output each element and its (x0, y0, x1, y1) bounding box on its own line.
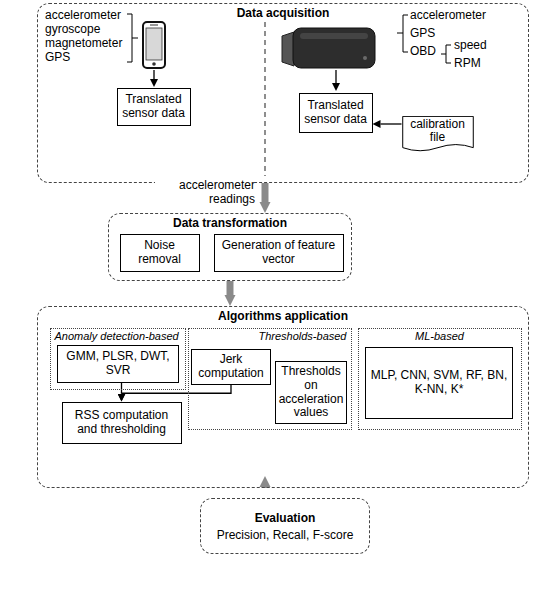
sensor-label: magnetometer (45, 36, 122, 50)
group-label: ML-based (359, 330, 521, 342)
group-label: Thresholds-based (258, 330, 346, 342)
stage-group: Noise removal Generation of feature vecto… (108, 213, 352, 281)
stage-arrow (262, 183, 269, 202)
data-arrow (335, 70, 336, 83)
stage-title: Data transformation (109, 216, 351, 230)
obd-dongle-icon (282, 28, 375, 68)
box-label: Thresholds on acceleration values (279, 365, 344, 420)
list-bracket (127, 14, 138, 62)
process-box: Noise removal (120, 234, 200, 272)
stage-group: GMM, PLSR, DWT, SVR Anomaly detection-bas… (37, 306, 529, 488)
group-label: Anomaly detection-based (55, 330, 179, 342)
sensor-label: OBD (410, 44, 436, 58)
stage-title: Data acquisition (38, 6, 528, 20)
process-box: MLP, CNN, SVM, RF, BN, K-NN, K* (365, 347, 513, 419)
process-box: Translated sensor data (299, 93, 373, 133)
method-group: Jerk computation Thresholds on accelerati… (188, 328, 352, 430)
stage-arrow (227, 281, 234, 295)
obd-bracket (441, 45, 451, 63)
process-box: Jerk computation (191, 349, 271, 385)
box-label: GMM, PLSR, DWT, SVR (62, 350, 174, 378)
box-label: Translated sensor data (304, 99, 368, 127)
sensor-label: GPS (45, 50, 70, 64)
method-group: MLP, CNN, SVM, RF, BN, K-NN, K* ML-based (358, 328, 522, 430)
process-box: Translated sensor data (117, 88, 191, 126)
stage-title: Evaluation (255, 511, 316, 525)
process-box: Generation of feature vector (214, 234, 344, 272)
edge-label: accelerometer readings (155, 178, 255, 206)
sensor-label: RPM (454, 56, 481, 70)
metric-list: Precision, Recall, F-score (217, 528, 354, 542)
sensor-label: accelerometer (410, 8, 486, 22)
sensor-label: speed (454, 38, 487, 52)
method-group: GMM, PLSR, DWT, SVR Anomaly detection-bas… (50, 328, 186, 390)
sensor-label: gyroscope (45, 22, 100, 36)
box-label: RSS computation and thresholding (67, 409, 177, 437)
sensor-label: accelerometer (45, 8, 121, 22)
stage-title: Algorithms application (38, 309, 528, 323)
process-box: GMM, PLSR, DWT, SVR (57, 345, 179, 383)
data-arrow (153, 70, 154, 79)
box-label: calibration file (406, 118, 470, 146)
box-label: MLP, CNN, SVM, RF, BN, K-NN, K* (370, 369, 508, 397)
smartphone-icon (143, 22, 165, 68)
process-box: Thresholds on acceleration values (275, 361, 347, 424)
stage-group: Translated sensor data Translated sensor … (37, 3, 529, 183)
divider-line (264, 22, 265, 176)
box-label: Noise removal (125, 239, 195, 267)
list-bracket (397, 15, 408, 52)
box-label: Translated sensor data (122, 93, 186, 121)
stage-group: EvaluationPrecision, Recall, F-score (200, 498, 370, 554)
document-shape: calibration file (402, 116, 474, 155)
box-label: Generation of feature vector (219, 239, 339, 267)
flow-arrow (121, 383, 122, 394)
box-label: Jerk computation (196, 353, 266, 381)
process-box: RSS computation and thresholding (62, 402, 182, 444)
flow-arrow (381, 123, 402, 124)
sensor-label: GPS (410, 26, 435, 40)
